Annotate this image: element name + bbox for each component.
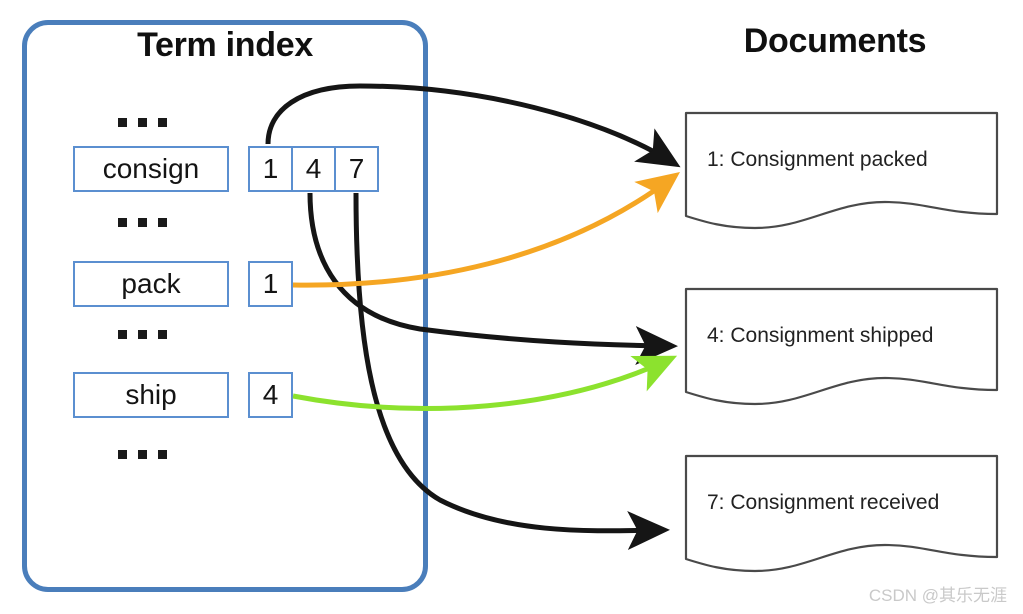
document-shape-icon <box>684 111 999 230</box>
ellipsis-dot <box>158 118 167 127</box>
ellipsis-dot <box>118 330 127 339</box>
posting-list-consign: 1 4 7 <box>248 146 379 192</box>
ellipsis-dot <box>138 218 147 227</box>
ellipsis-dot <box>138 450 147 459</box>
documents-title: Documents <box>743 22 927 60</box>
ellipsis-dot <box>118 118 127 127</box>
ellipsis-dot <box>158 330 167 339</box>
ellipsis-dot <box>138 118 147 127</box>
document-box-4[interactable]: 4: Consignment shipped <box>684 287 999 406</box>
posting-cell-consign-7[interactable]: 7 <box>334 146 379 192</box>
term-box-ship[interactable]: ship <box>73 372 229 418</box>
ellipsis-separator-4 <box>118 450 167 459</box>
posting-cell-consign-1[interactable]: 1 <box>248 146 293 192</box>
ellipsis-separator-3 <box>118 330 167 339</box>
ellipsis-separator-1 <box>118 118 167 127</box>
document-shape-icon <box>684 287 999 406</box>
document-box-7[interactable]: 7: Consignment received <box>684 454 999 573</box>
term-box-consign[interactable]: consign <box>73 146 229 192</box>
ellipsis-dot <box>118 450 127 459</box>
posting-cell-ship-4[interactable]: 4 <box>248 372 293 418</box>
ellipsis-separator-2 <box>118 218 167 227</box>
document-label-1: 1: Consignment packed <box>707 148 928 171</box>
posting-cell-consign-4[interactable]: 4 <box>291 146 336 192</box>
posting-list-ship: 4 <box>248 372 293 418</box>
watermark-text: CSDN @其乐无涯 <box>868 586 1007 605</box>
term-box-pack[interactable]: pack <box>73 261 229 307</box>
posting-cell-pack-1[interactable]: 1 <box>248 261 293 307</box>
document-shape-icon <box>684 454 999 573</box>
document-label-4: 4: Consignment shipped <box>707 324 934 347</box>
ellipsis-dot <box>118 218 127 227</box>
term-index-title: Term index <box>137 26 313 64</box>
ellipsis-dot <box>158 218 167 227</box>
ellipsis-dot <box>158 450 167 459</box>
document-box-1[interactable]: 1: Consignment packed <box>684 111 999 230</box>
posting-list-pack: 1 <box>248 261 293 307</box>
document-label-7: 7: Consignment received <box>707 491 940 514</box>
ellipsis-dot <box>138 330 147 339</box>
